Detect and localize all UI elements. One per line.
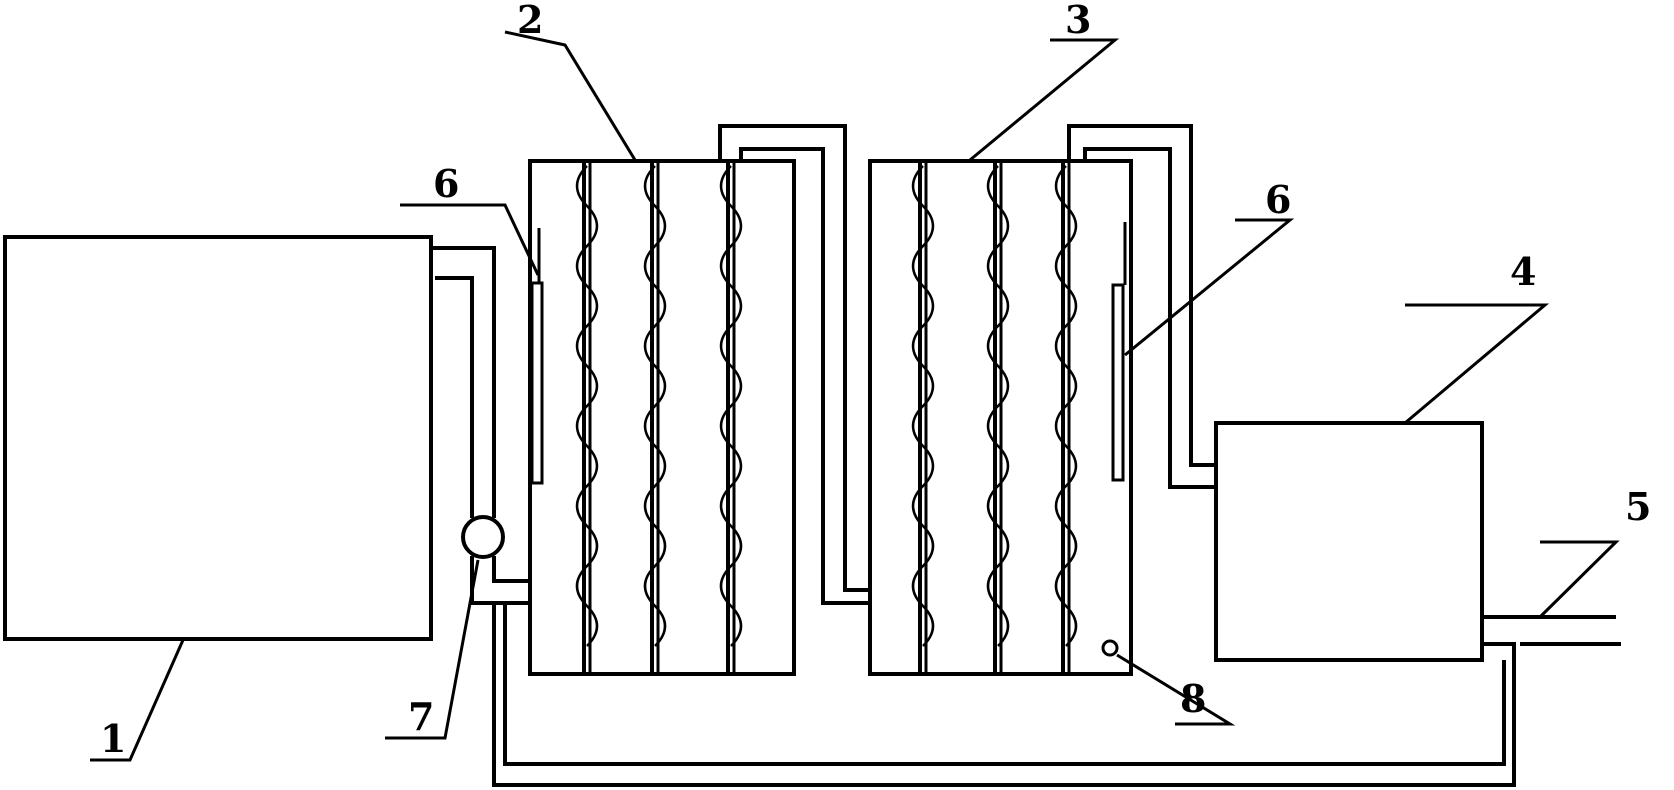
connector-pipe-3-4-outer [1067,124,1216,467]
label-4: 4 [1510,249,1536,294]
label-2: 2 [517,0,543,42]
leader-lines [90,30,1620,762]
port-8 [1101,639,1119,657]
label-5: 5 [1625,484,1651,529]
connector-pipe-2-3-outer [718,124,870,592]
wave-membrane [986,165,1010,647]
recycle-pipe-bottom [503,603,1506,766]
tank-4 [1214,421,1484,662]
label-3: 3 [1065,0,1091,42]
connector-pipe-2-3-inner [739,147,870,605]
connector-pipe-3-4-inner [1083,147,1218,660]
reactor-3-baffles [918,161,1071,674]
outlet-pipe-5-lower [492,603,1516,787]
tank-1 [3,235,433,641]
reactor-2-wave-membranes [575,165,743,647]
reactor-2 [528,159,796,676]
label-8: 8 [1180,676,1206,721]
supply-pipe-to-reactor [492,556,530,583]
label-7: 7 [408,694,434,739]
supply-pipe-inner [435,276,474,518]
reactor-2-baffles [582,161,736,674]
wave-membrane [643,165,667,647]
supply-pipe-to-reactor-inner [470,556,530,605]
wave-membrane [719,165,743,647]
label-6-right: 6 [1265,177,1291,222]
supply-pipe-outer [429,243,496,518]
label-6-left: 6 [433,161,459,206]
label-1: 1 [100,716,126,761]
sensor-6-right [1111,222,1127,482]
pump-7 [461,515,505,559]
wave-membrane [911,165,935,647]
reactor-3-wave-membranes [911,165,1078,647]
wave-membrane [575,165,599,647]
wave-membrane [1054,165,1078,647]
